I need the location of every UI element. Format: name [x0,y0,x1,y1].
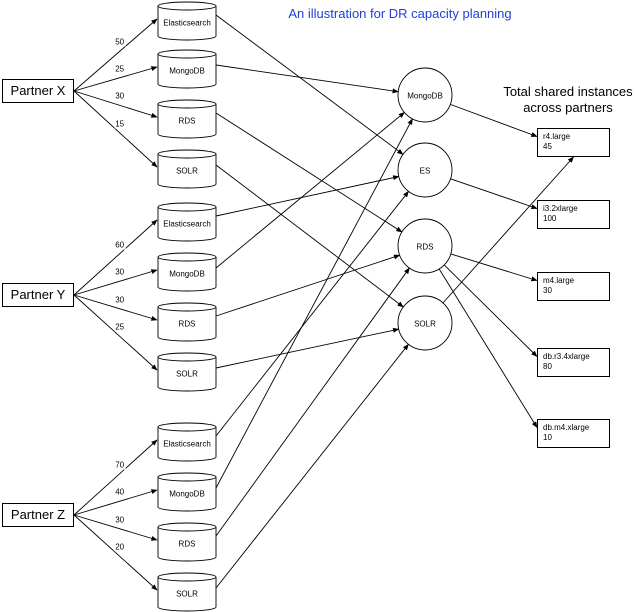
database-label: Elasticsearch [163,219,211,229]
database-cylinder-x-rds [157,99,217,139]
database-cylinder-y-rds [157,302,217,342]
partner-edge [73,489,158,516]
database-label: Elasticsearch [163,18,211,28]
database-cylinder-z-rds [157,522,217,562]
database-to-service-edge [215,327,400,369]
partner-edge [73,514,158,591]
instance-count: 30 [543,286,552,295]
instance-type: m4.large [543,276,575,285]
database-label: SOLR [176,369,198,379]
database-to-service-edge [215,164,404,308]
instance-type: db.m4.xlarge [543,423,590,432]
diagram-title: An illustration for DR capacity planning [288,6,512,21]
database-to-service-edge [215,64,399,94]
service-to-instance-edge [450,103,538,137]
instance-count: 45 [543,142,552,151]
database-cylinder-x-mongodb [157,49,217,89]
database-to-service-edge [215,254,401,317]
edge-weight-label: 20 [114,542,126,552]
database-to-service-edge [215,190,409,437]
edge-weight-label: 15 [114,119,126,129]
service-circle-mongodb [397,67,453,123]
database-label: RDS [178,116,196,126]
database-to-service-edge [215,118,413,489]
edge-weight-label: 40 [114,487,126,497]
partner-edge [73,18,158,92]
edge-weight-label: 70 [114,460,126,470]
service-circle-es [397,142,453,198]
service-to-instance-edge [442,156,574,304]
service-label: MongoDB [407,91,443,101]
service-label: SOLR [414,319,436,329]
service-to-instance-edge [450,178,538,210]
database-cylinder-y-mongodb [157,252,217,292]
database-to-service-edge [215,112,403,233]
partner-box-x: Partner X [2,79,74,103]
instance-type: db.r3.4xlarge [543,352,590,361]
instance-count: 100 [543,214,557,223]
service-to-instance-edge [443,264,538,357]
edge-weight-label: 30 [114,295,126,305]
edge-weight-label: 30 [114,515,126,525]
edge-weight-label: 60 [114,240,126,250]
database-to-service-edge [215,14,404,155]
partner-edge [73,294,158,321]
instance-count: 80 [543,362,552,371]
database-cylinder-x-solr [157,149,217,189]
database-label: MongoDB [169,489,205,499]
database-cylinder-z-mongodb [157,472,217,512]
database-to-service-edge [215,175,400,217]
partner-edge [73,439,158,516]
database-cylinder-z-elasticsearch [157,422,217,462]
instance-count: 10 [543,433,552,442]
edge-weight-label: 30 [114,267,126,277]
instance-type: r4.large [543,132,571,141]
database-cylinder-y-elasticsearch [157,202,217,242]
service-label: ES [419,166,431,176]
edge-weight-label: 25 [114,322,126,332]
database-label: MongoDB [169,269,205,279]
service-to-instance-edge [450,253,538,282]
database-label: MongoDB [169,66,205,76]
database-to-service-edge [215,343,409,589]
partner-edge [73,514,158,541]
database-label: Elasticsearch [163,439,211,449]
database-to-service-edge [215,112,405,269]
database-label: SOLR [176,166,198,176]
partner-edge [73,219,158,296]
database-cylinder-z-solr [157,572,217,612]
instance-type: i3.2xlarge [543,204,578,213]
database-label: RDS [178,319,196,329]
edge-weight-label: 30 [114,91,126,101]
partner-box-y: Partner Y [2,283,74,307]
instances-heading: Total shared instances across partners [503,84,633,115]
partner-edge [73,269,158,296]
service-circle-rds [397,218,453,274]
database-label: RDS [178,539,196,549]
edge-weight-label: 25 [114,64,126,74]
database-cylinder-y-solr [157,352,217,392]
database-to-service-edge [215,267,410,537]
edge-weight-label: 50 [114,37,126,47]
database-label: SOLR [176,589,198,599]
service-circle-solr [397,295,453,351]
service-to-instance-edge [438,268,538,429]
partner-box-z: Partner Z [2,503,74,527]
partner-edge [73,294,158,371]
partner-edge [73,66,158,92]
service-label: RDS [416,242,434,252]
partner-edge [73,90,158,168]
partner-edge [73,90,158,118]
database-cylinder-x-elasticsearch [157,1,217,41]
